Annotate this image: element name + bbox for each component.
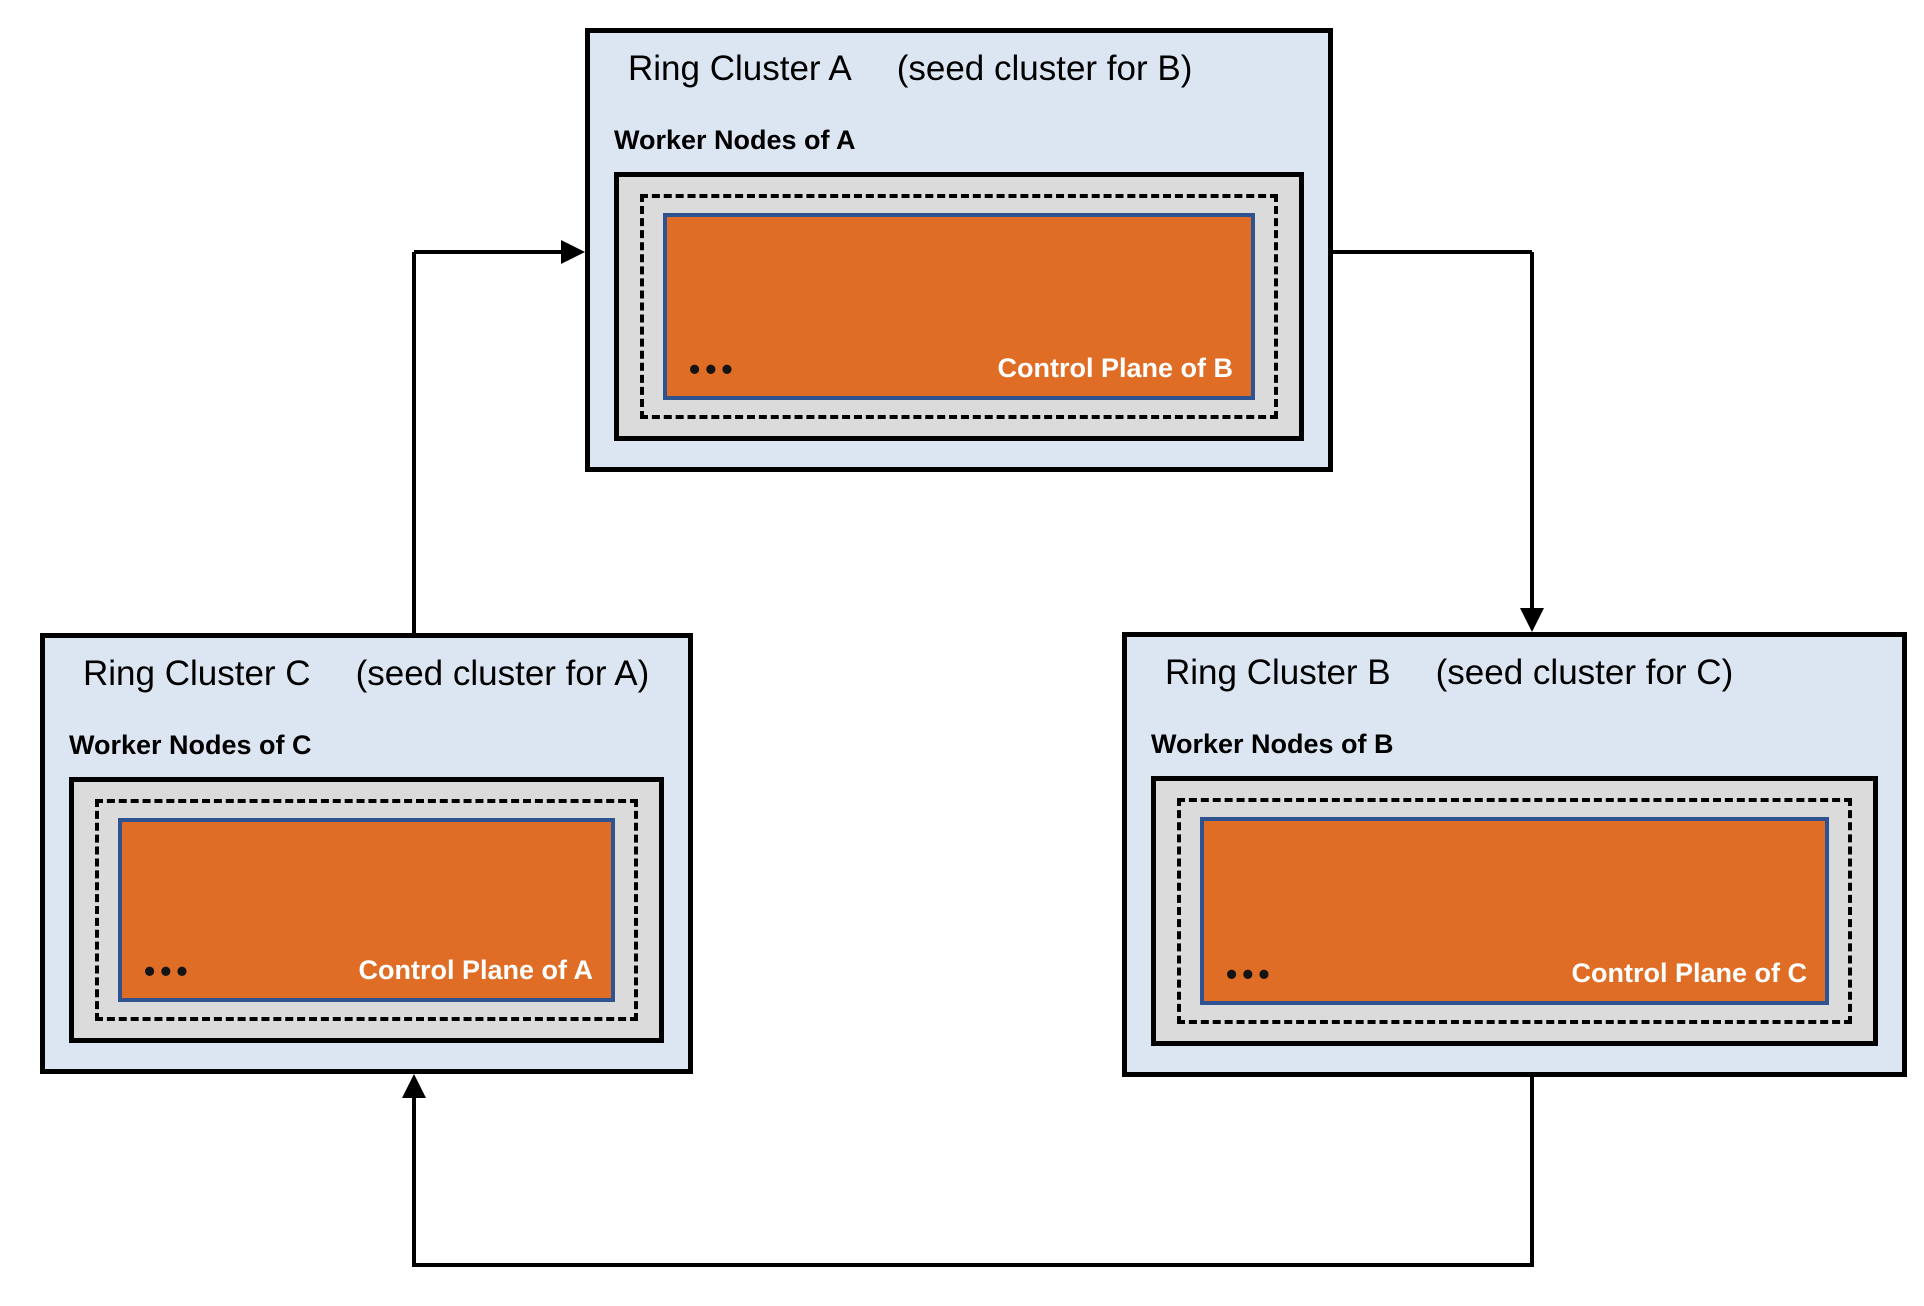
ellipsis-dots-icon: ••• [689,351,738,388]
cluster-c-hosted-control-plane: ••• Control Plane of A [118,817,615,1002]
cluster-a-title-row: Ring Cluster A (seed cluster for B) [614,43,1304,96]
cluster-b-box: Ring Cluster B (seed cluster for C) Work… [1122,632,1907,1077]
cluster-c-worker-nodes-box: ••• Control Plane of A [69,776,664,1043]
arrow-a-to-b-horizontal-line [1333,250,1532,254]
cluster-a-subtitle: (seed cluster for B) [896,49,1193,88]
ellipsis-dots-icon: ••• [1226,956,1275,993]
arrow-a-to-b-vertical-line [1530,252,1534,608]
cluster-c-subtitle: (seed cluster for A) [355,654,650,693]
cluster-c-title-row: Ring Cluster C (seed cluster for A) [69,648,664,701]
cluster-b-hosted-control-plane: ••• Control Plane of C [1200,816,1829,1005]
cluster-c-control-plane-label: Control Plane of A [358,955,594,986]
cluster-b-worker-nodes-box: ••• Control Plane of C [1151,775,1878,1046]
arrow-b-to-c-vertical-line-right [1530,1077,1534,1267]
cluster-a-worker-nodes-label: Worker Nodes of A [614,124,856,155]
arrowhead-up-icon [402,1074,426,1098]
cluster-b-title-row: Ring Cluster B (seed cluster for C) [1151,647,1878,700]
cluster-c-title: Ring Cluster C [83,654,311,693]
cluster-a-title: Ring Cluster A [628,49,852,88]
cluster-a-worker-nodes-box: ••• Control Plane of B [614,171,1304,441]
arrow-b-to-c-horizontal-line [412,1263,1534,1267]
cluster-b-dashed-region: ••• Control Plane of C [1177,797,1852,1024]
arrow-c-to-a-vertical-line [412,252,416,633]
cluster-c-worker-nodes-label: Worker Nodes of C [69,729,312,760]
cluster-b-worker-nodes-label: Worker Nodes of B [1151,728,1394,759]
cluster-a-hosted-control-plane: ••• Control Plane of B [663,212,1255,400]
cluster-a-box: Ring Cluster A (seed cluster for B) Work… [585,28,1333,472]
cluster-b-control-plane-label: Control Plane of C [1571,958,1808,989]
arrowhead-down-icon [1520,608,1544,632]
cluster-c-box: Ring Cluster C (seed cluster for A) Work… [40,633,693,1074]
arrowhead-right-icon [561,240,585,264]
cluster-b-title: Ring Cluster B [1165,653,1391,692]
arrow-c-to-a-horizontal-line [414,250,561,254]
cluster-a-dashed-region: ••• Control Plane of B [640,193,1278,419]
cluster-c-dashed-region: ••• Control Plane of A [95,798,638,1021]
arrow-b-to-c-vertical-line-left [412,1098,416,1267]
cluster-a-control-plane-label: Control Plane of B [997,353,1234,384]
ellipsis-dots-icon: ••• [144,953,193,990]
cluster-b-subtitle: (seed cluster for C) [1435,653,1734,692]
